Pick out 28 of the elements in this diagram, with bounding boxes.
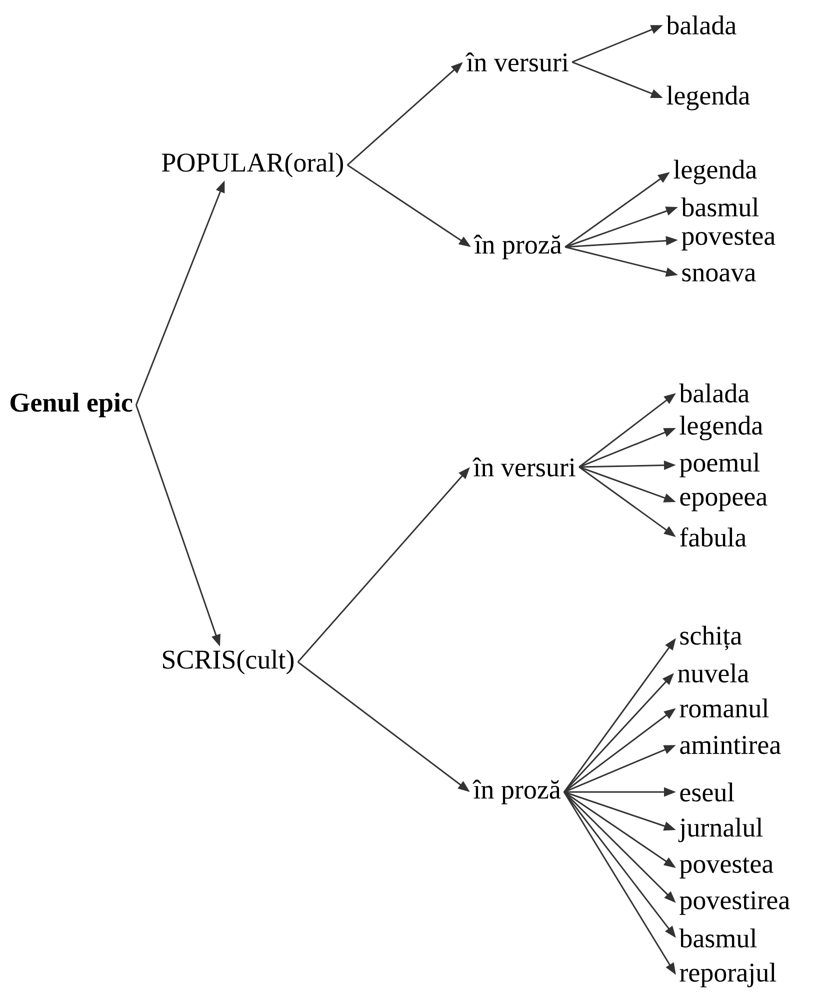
node-label: Genul epic — [10, 392, 132, 418]
node-label: în versuri — [472, 457, 576, 477]
node-label: legenda — [680, 416, 763, 440]
node-label: balada — [666, 16, 736, 35]
node-label: fabula — [680, 527, 746, 547]
node-label: epopeea — [680, 492, 768, 512]
node-label: în proză — [474, 234, 562, 260]
node-label: amintirea — [680, 736, 781, 754]
node-label: jurnalul — [678, 818, 763, 842]
node-label: schița — [680, 626, 742, 650]
node-label: legenda — [674, 160, 757, 184]
node-label: romanul — [680, 698, 769, 718]
node-label: basmul — [681, 198, 759, 216]
node-label: în proză — [472, 780, 561, 804]
node-label: basmul — [679, 928, 757, 948]
node-label: reporajul — [680, 962, 776, 988]
node-label: POPULAR(oral) — [162, 152, 343, 178]
node-label: balada — [679, 384, 750, 402]
node-label: legenda — [666, 86, 750, 110]
node-label: în versuri — [466, 52, 568, 72]
node-label: povestea — [680, 858, 774, 878]
node-label: povestea — [682, 230, 776, 250]
node-label: povestirea — [680, 891, 790, 915]
node-label: poemul — [680, 452, 760, 478]
node-label: eseul — [680, 782, 734, 802]
node-label: SCRIS(cult) — [163, 650, 294, 674]
node-label: nuvela — [678, 664, 749, 682]
node-label: snoava — [682, 268, 756, 282]
